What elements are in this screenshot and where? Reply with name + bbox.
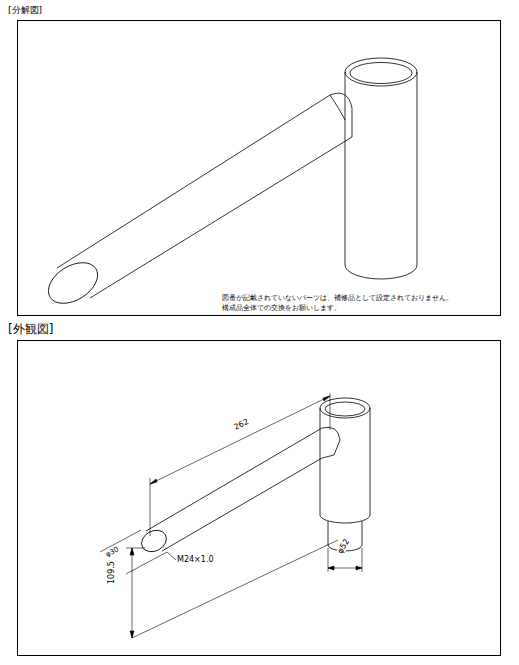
note-text: 構成品全体での交換をお願いします。 bbox=[222, 305, 341, 312]
thread-callout: M24×1.0 bbox=[177, 556, 214, 564]
panel-frame bbox=[18, 21, 501, 316]
dimension-text: φ30 bbox=[104, 546, 121, 559]
dimension-lines bbox=[100, 393, 362, 638]
spout-arm bbox=[138, 427, 340, 556]
spout-arm bbox=[41, 93, 352, 312]
spout-body bbox=[320, 398, 370, 551]
dimension-text: 262 bbox=[232, 417, 251, 432]
panel-frame bbox=[18, 341, 501, 656]
dimension-text: φ52 bbox=[336, 537, 352, 556]
panel-heading: [分解図] bbox=[8, 6, 42, 15]
note-text: 図番が記載されていないパーツは、補修品として設定されておりません。 bbox=[222, 295, 453, 302]
spout-body bbox=[345, 58, 417, 279]
panel-heading: [外観図] bbox=[8, 323, 53, 335]
dimension-text: 109.5 bbox=[108, 560, 116, 585]
